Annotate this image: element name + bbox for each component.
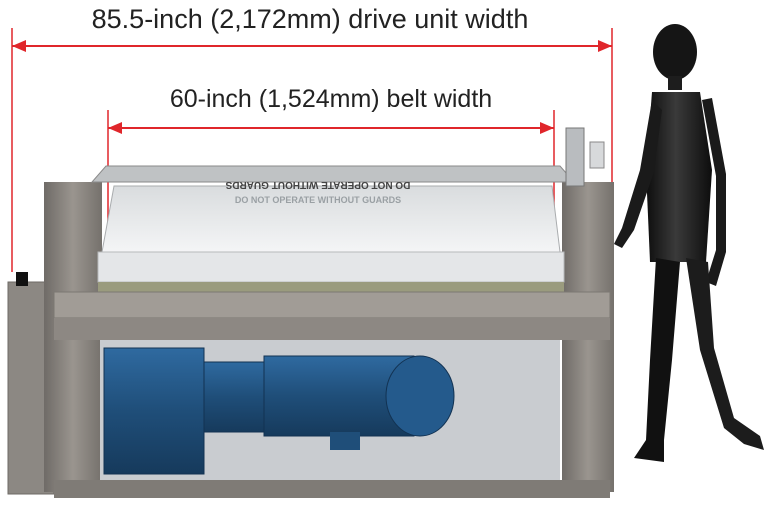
arrow-left-icon	[108, 122, 122, 134]
arrow-right-icon	[540, 122, 554, 134]
right-tensioner	[565, 127, 585, 187]
motor-end-cap	[385, 355, 455, 437]
drive-width-dimension	[11, 28, 613, 272]
mannequin-neck	[668, 76, 682, 90]
belt-width-label: 60-inch (1,524mm) belt width	[169, 85, 493, 113]
mannequin-head	[653, 24, 697, 80]
front-cross-beam	[53, 291, 611, 319]
right-valve	[589, 141, 605, 169]
mannequin-figure	[614, 24, 764, 462]
belt-lower-edge	[98, 282, 564, 294]
left-handle-icon	[16, 272, 28, 286]
warning-label: DO NOT OPERATE WITHOUT GUARDS	[235, 195, 401, 205]
drive-unit-width-label: 85.5-inch (2,172mm) drive unit width	[91, 4, 529, 34]
lower-cross-beam	[54, 318, 610, 340]
drive-motor	[103, 347, 455, 475]
arrow-left-icon	[12, 40, 26, 52]
gearbox	[103, 347, 205, 475]
mannequin-arm-right	[702, 98, 726, 286]
base-rail	[54, 480, 610, 498]
motor-coupling	[203, 361, 265, 433]
mannequin-leg-front	[686, 258, 764, 450]
arrow-right-icon	[598, 40, 612, 52]
belt-roller	[97, 251, 565, 283]
mannequin-torso	[646, 92, 712, 262]
motor-terminal-box	[330, 432, 360, 450]
mannequin-arm-left	[614, 100, 662, 248]
mannequin-leg-back	[634, 258, 680, 462]
warning-label-mirrored: DO NOT OPERATE WITHOUT GUARDS	[225, 179, 410, 190]
